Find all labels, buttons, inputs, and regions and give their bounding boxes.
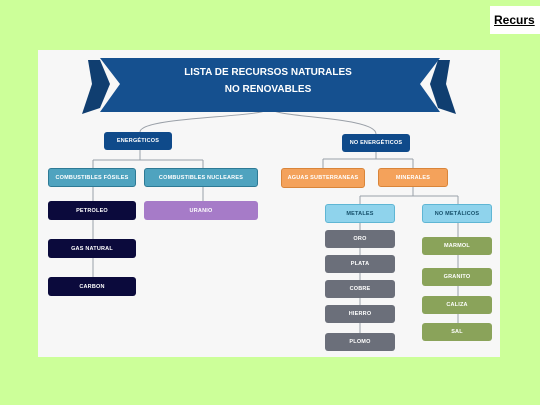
node-oro: ORO [325, 230, 395, 248]
node-combustibles-fosiles: COMBUSTIBLES FÓSILES [48, 168, 136, 187]
node-energeticos: ENERGÉTICOS [104, 132, 172, 150]
node-carbon: CARBON [48, 277, 136, 296]
concept-map-panel: LISTA DE RECURSOS NATURALES NO RENOVABLE… [38, 50, 500, 357]
banner-title: LISTA DE RECURSOS NATURALES NO RENOVABLE… [128, 64, 408, 98]
node-uranio: URANIO [144, 201, 258, 220]
node-cobre: COBRE [325, 280, 395, 298]
node-combustibles-nucleares: COMBUSTIBLES NUCLEARES [144, 168, 258, 187]
node-petroleo: PETROLEO [48, 201, 136, 220]
node-hierro: HIERRO [325, 305, 395, 323]
node-marmol: MARMOL [422, 237, 492, 255]
node-aguas-subterraneas: AGUAS SUBTERRANEAS [281, 168, 365, 188]
node-granito: GRANITO [422, 268, 492, 286]
node-plata: PLATA [325, 255, 395, 273]
node-sal: SAL [422, 323, 492, 341]
node-plomo: PLOMO [325, 333, 395, 351]
node-no-metalicos: NO METÁLICOS [422, 204, 492, 223]
node-metales: METALES [325, 204, 395, 223]
banner-title-line2: NO RENOVABLES [224, 84, 312, 95]
node-no-energeticos: NO ENERGÉTICOS [342, 134, 410, 152]
node-caliza: CALIZA [422, 296, 492, 314]
node-minerales: MINERALES [378, 168, 448, 187]
slide-title-fragment: Recurs [490, 6, 540, 34]
title-banner-shape [82, 58, 456, 114]
node-gas-natural: GAS NATURAL [48, 239, 136, 258]
banner-title-line1: LISTA DE RECURSOS NATURALES [184, 67, 352, 78]
